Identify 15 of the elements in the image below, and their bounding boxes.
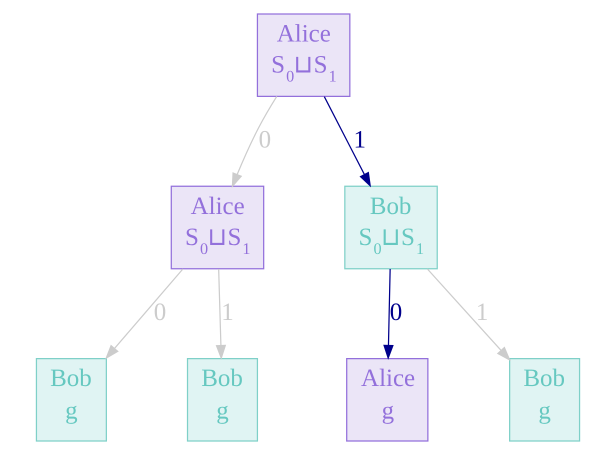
- node-box: Bob S$_{0}$⊔S$_{1}$: [344, 185, 438, 269]
- arrow: [426, 268, 511, 361]
- edge-label: 0: [390, 298, 402, 326]
- arrow: [324, 96, 372, 187]
- edge-label: 1: [354, 126, 366, 154]
- node-box: Alice S$_{0}$⊔S$_{1}$: [170, 185, 264, 269]
- arrow: [216, 268, 226, 360]
- node-box: Bob g: [509, 357, 580, 442]
- arrow: [105, 268, 184, 359]
- node-box: Alice g: [346, 357, 428, 442]
- node-box: Bob g: [36, 357, 107, 442]
- arrow: [232, 96, 278, 188]
- node-box: Alice S$_{0}$⊔S$_{1}$: [256, 12, 350, 97]
- arrow: [383, 268, 394, 360]
- node-box: Bob g: [186, 357, 258, 442]
